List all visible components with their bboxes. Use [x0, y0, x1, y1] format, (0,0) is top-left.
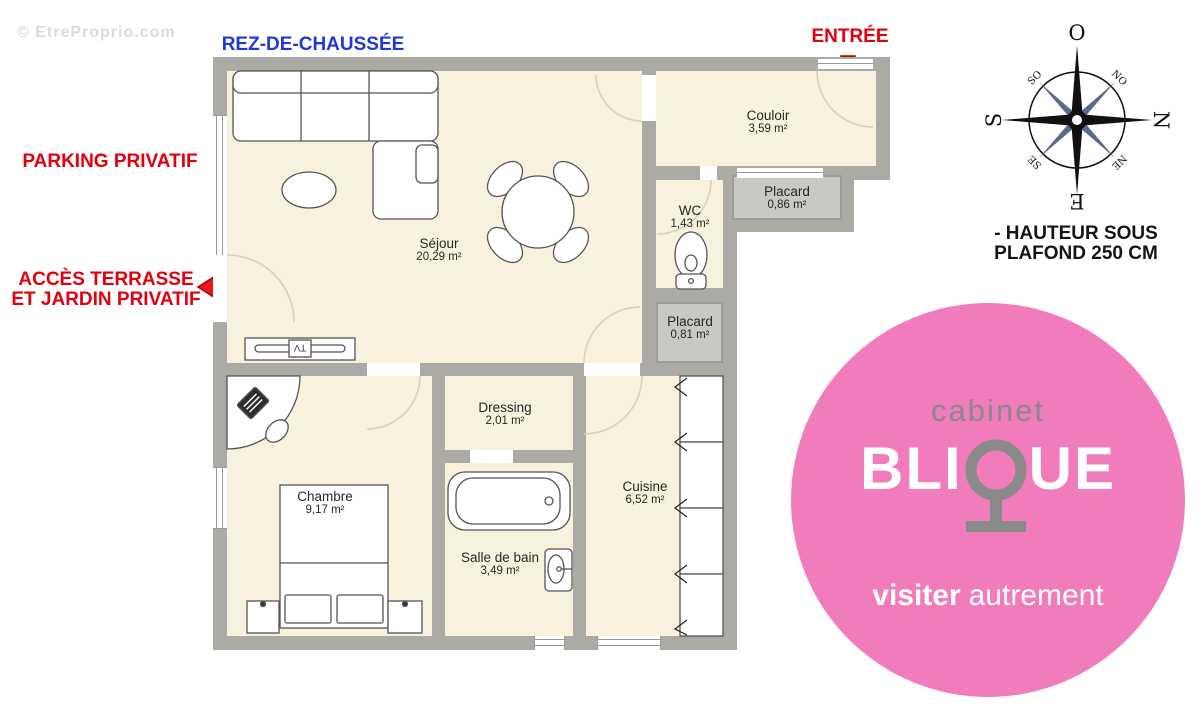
coffee-table [281, 171, 337, 209]
tv-label: TV [293, 342, 306, 353]
toilet [674, 231, 708, 290]
wall [723, 166, 737, 650]
compass-east: E [1069, 189, 1084, 213]
door-opening-chambre [367, 363, 420, 376]
floor-plan: TV Séjour 20,29 m² Couloir 3,59 m² WC 1,… [213, 57, 890, 650]
terrace-access-label: ACCÈS TERRASSE ET JARDIN PRIVATIF [2, 270, 210, 310]
logo-tagline-bold: visiter [872, 579, 961, 612]
room-placard-bas [656, 302, 723, 363]
logo-brand-left: BLI [859, 435, 963, 502]
door-opening-terrace [213, 255, 227, 322]
page-title: REZ-DE-CHAUSSÉE [221, 34, 405, 55]
window [213, 467, 227, 529]
door-opening-wc [700, 166, 717, 180]
sliding-door-placard [737, 168, 823, 178]
room-dressing [445, 376, 573, 450]
logo-tagline-light: autrement [968, 579, 1104, 612]
wall [573, 376, 586, 636]
room-couloir [656, 71, 876, 166]
door-opening-sejour-couloir [642, 75, 656, 121]
label-placard-bas: Placard 0,81 m² [667, 314, 713, 342]
door-swing-arcs [226, 70, 874, 435]
door-opening-cuisine [584, 363, 640, 376]
ceiling-height-line1: - HAUTEUR SOUS [994, 223, 1158, 244]
furniture-layer: TV [226, 70, 874, 637]
compass-rose-icon: O N S E SO NO SE NE [985, 21, 1170, 213]
entrance-label: ENTRÉE [811, 26, 889, 47]
bathtub [447, 471, 571, 531]
sink [544, 548, 573, 592]
label-dressing: Dressing 2,01 m² [478, 400, 532, 428]
dining-set [486, 160, 590, 264]
label-cuisine: Cuisine 6,52 m² [622, 479, 668, 507]
logo-q-icon [965, 439, 1027, 532]
terrace-access-line1: ACCÈS TERRASSE [18, 269, 194, 290]
window [597, 636, 661, 650]
label-chambre: Chambre 9,17 m² [297, 489, 353, 517]
compass-north: N [1149, 111, 1170, 129]
ceiling-height-note: - HAUTEUR SOUS PLAFOND 250 CM [950, 224, 1200, 264]
desk [226, 375, 301, 450]
wall [642, 288, 737, 302]
bed [279, 484, 389, 629]
label-placard-haut: Placard 0,86 m² [764, 184, 810, 212]
watermark: © EtreProprio.com [17, 24, 176, 41]
wall [876, 57, 890, 180]
window [213, 115, 227, 257]
logo-brand-right: UE [1028, 435, 1116, 502]
label-wc: WC 1,43 m² [670, 203, 710, 231]
door-opening-dressing [470, 450, 513, 463]
ceiling-height-line2: PLAFOND 250 CM [994, 243, 1158, 264]
kitchen-counter [673, 375, 724, 637]
sofa [232, 70, 439, 220]
compass-south: S [985, 113, 1006, 127]
nightstands [246, 600, 423, 634]
wall [213, 57, 890, 71]
wall [432, 376, 445, 636]
door-opening-entrance [818, 59, 873, 69]
label-couloir: Couloir 3,59 m² [746, 108, 790, 136]
terrace-access-line2: ET JARDIN PRIVATIF [11, 289, 201, 310]
compass-west: O [1068, 21, 1085, 45]
logo-brand-name: BLI UE [791, 439, 1185, 535]
tv-stand [244, 337, 356, 361]
parking-label: PARKING PRIVATIF [22, 151, 198, 172]
logo-top-text: cabinet [931, 393, 1045, 428]
window [534, 636, 565, 650]
label-sejour: Séjour 20,29 m² [416, 236, 462, 264]
label-salle-de-bain: Salle de bain 3,49 m² [460, 550, 540, 578]
